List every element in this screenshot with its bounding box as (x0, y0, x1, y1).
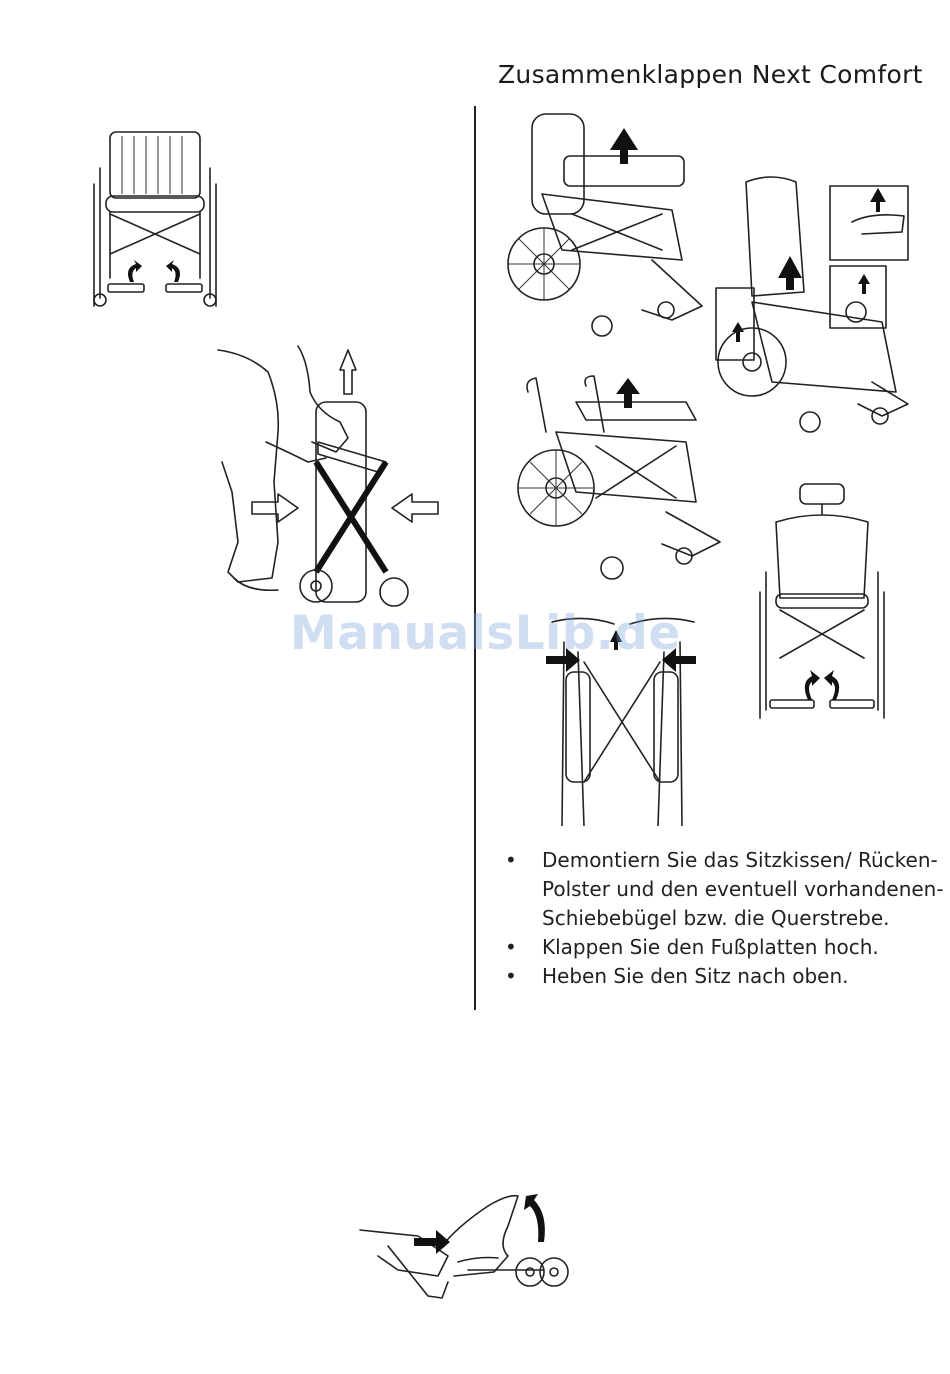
person-folding-wheelchair (208, 342, 440, 624)
instruction-item: • Demontiern Sie das Sitzkissen/ Rücken-P… (500, 846, 950, 933)
bullet-glyph: • (505, 933, 517, 962)
instruction-text: Demontiern Sie das Sitzkissen/ Rücken-Po… (542, 848, 944, 930)
instruction-item: • Heben Sie den Sitz nach oben. (500, 962, 950, 991)
wheelchair-front-footplates-fold (86, 128, 224, 310)
watermark: ManualsLib.de (290, 606, 681, 661)
wheelchair-headrest-front-footplates (756, 482, 888, 722)
wheelchair-seat-lift (516, 372, 722, 586)
page-title: Zusammenklappen Next Comfort (498, 60, 923, 89)
bullet-glyph: • (505, 846, 517, 875)
bullet-glyph: • (505, 962, 517, 991)
instruction-text: Klappen Sie den Fußplatten hoch. (542, 935, 879, 959)
instruction-item: • Klappen Sie den Fußplatten hoch. (500, 933, 950, 962)
column-divider (474, 106, 476, 1010)
wheelchair-seat-cushion-removal (502, 110, 708, 346)
wheelchair-backrest-removal (712, 172, 912, 440)
instruction-text: Heben Sie den Sitz nach oben. (542, 964, 849, 988)
hand-releasing-anti-tip-wheel (358, 1186, 580, 1306)
instruction-list: • Demontiern Sie das Sitzkissen/ Rücken-P… (500, 846, 950, 991)
